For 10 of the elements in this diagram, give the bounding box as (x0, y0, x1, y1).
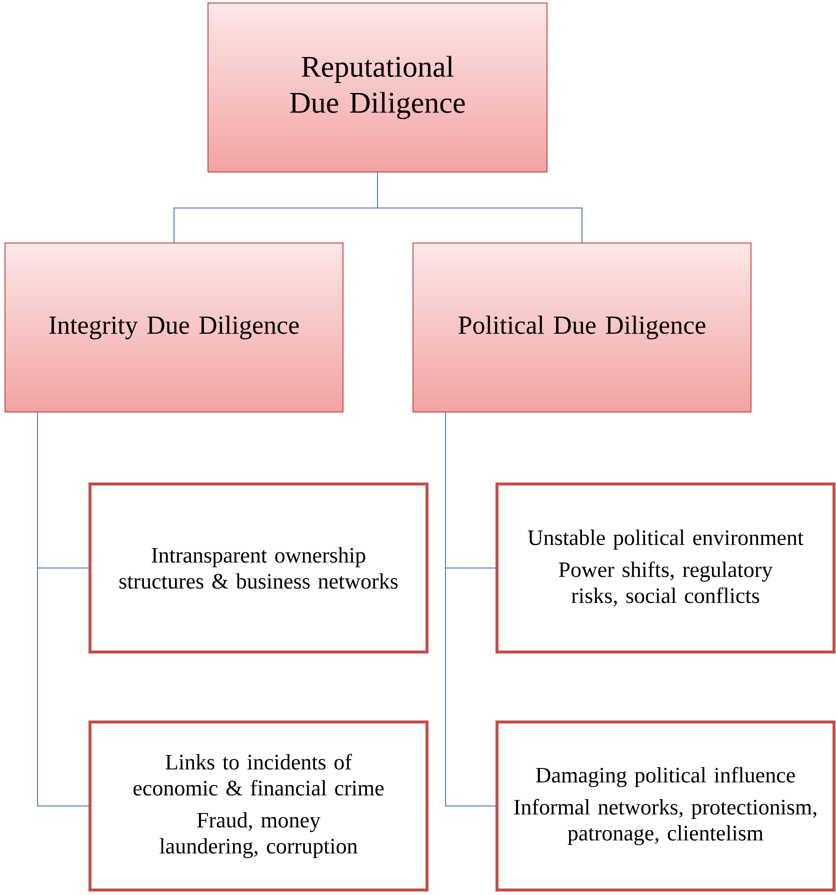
category-box: Reputational Due Diligence (208, 2, 548, 172)
connector-line (37, 412, 89, 806)
category-box: Political Due Diligence (412, 242, 752, 412)
connector-line (377, 172, 582, 243)
connector-line (445, 412, 496, 806)
topic-box: Unstable political environment Power shifts, regulatory risks, social conflicts (496, 482, 836, 654)
topic-box: Links to incidents of economic & financial crime Fraud, money laundering, corruption (88, 720, 428, 892)
topic-box: Intransparent ownership structures & business networks (88, 482, 428, 654)
category-box: Integrity Due Diligence (4, 242, 344, 412)
topic-box: Damaging political influence Informal networks, protectionism, patronage, clientelism (496, 720, 836, 892)
